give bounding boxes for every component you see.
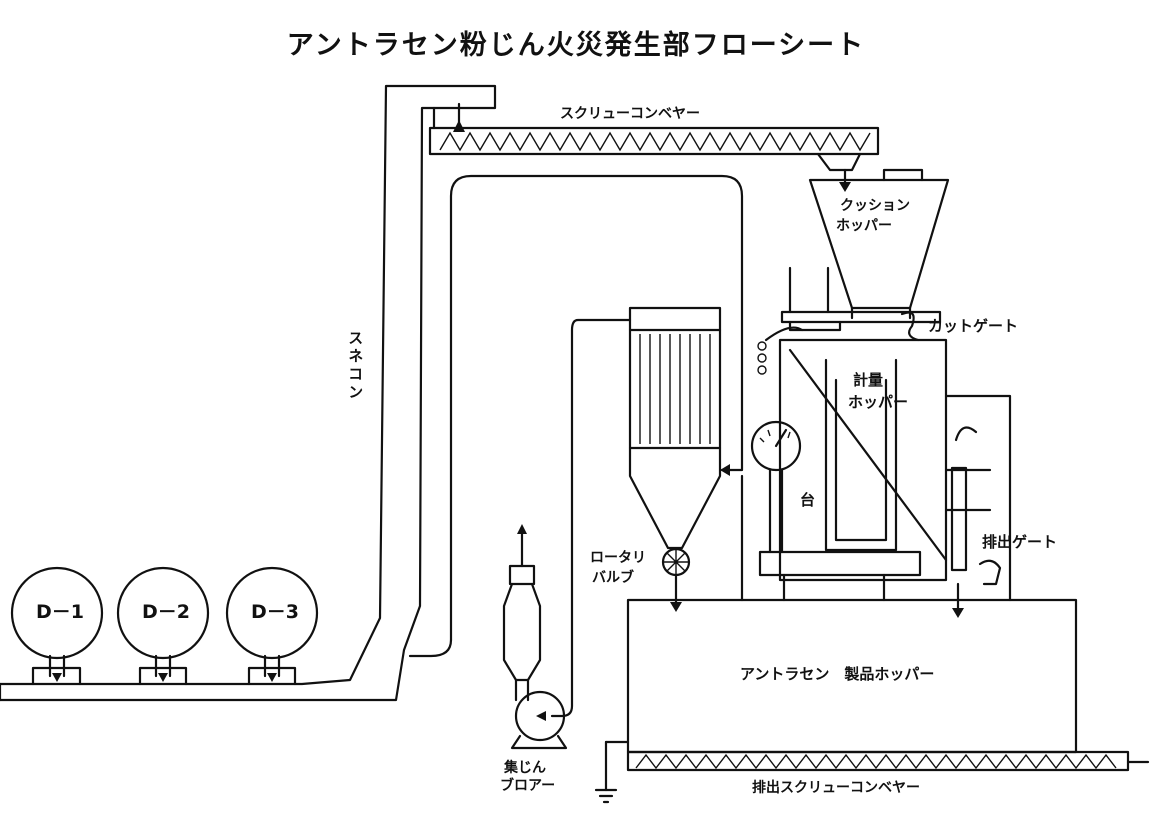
weighing-hopper-label-1: 計量 — [853, 371, 884, 389]
cut-gate-label: カットゲート — [928, 317, 1019, 335]
dust-blower-label-1: 集じん — [504, 760, 546, 776]
bag-filter-cyclone — [550, 306, 722, 718]
cushion-hopper — [808, 168, 950, 320]
product-hopper-label: アントラセン 製品ホッパー — [740, 665, 935, 683]
cushion-hopper-label-1: クッション — [840, 198, 910, 214]
weighing-hopper-label-2: ホッパー — [848, 393, 909, 411]
drum-d2 — [116, 566, 210, 686]
discharge-gate-label: 排出ゲート — [982, 533, 1058, 551]
screw-conveyor — [428, 126, 880, 192]
rotary-valve-label-2: バルブ — [592, 570, 634, 586]
cushion-hopper-label-2: ホッパー — [836, 218, 892, 234]
stand-label: 台 — [800, 491, 816, 509]
dust-blower — [502, 524, 568, 750]
rotary-valve-label-1: ロータリ — [590, 550, 646, 566]
discharge-screw-conveyor — [594, 740, 1150, 804]
drum-d3 — [225, 566, 319, 686]
rotary-valve — [661, 547, 691, 612]
drum-d2-label: D－2 — [142, 601, 190, 623]
return-duct — [408, 174, 744, 658]
drum-d1 — [10, 566, 104, 686]
discharge-screw-conveyor-label: 排出スクリューコンベヤー — [752, 780, 920, 796]
product-hopper — [626, 474, 1078, 754]
dust-blower-label-2: ブロアー — [500, 778, 556, 794]
drum-d1-label: D－1 — [36, 601, 84, 623]
discharge-gate — [944, 394, 1012, 618]
drum-d3-label: D－3 — [251, 601, 299, 623]
weighing-hopper — [758, 338, 948, 602]
cut-gate — [757, 266, 942, 375]
screw-conveyor-label: スクリューコンベヤー — [560, 106, 700, 122]
pressure-gauge — [750, 420, 802, 554]
diagram-title: アントラセン粉じん火災発生部フローシート — [286, 30, 866, 61]
snecon-label: スネコン — [346, 330, 365, 402]
